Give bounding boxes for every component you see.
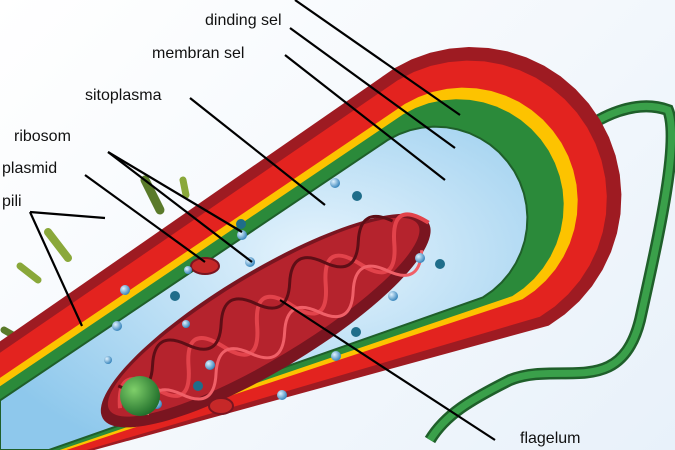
label-flagellum: flagelum <box>520 430 580 447</box>
nucleoid <box>100 212 431 428</box>
flagellum-highlight <box>426 102 675 442</box>
plasmid <box>190 257 234 415</box>
ribosomes <box>104 178 445 409</box>
label-cytoplasm: sitoplasma <box>85 87 162 104</box>
label-plasmid: plasmid <box>2 160 57 177</box>
label-cell-wall: dinding sel <box>205 12 282 29</box>
label-pili: pili <box>2 193 22 210</box>
storage-granule <box>120 376 160 416</box>
label-ribosome: ribosom <box>14 128 71 145</box>
leader-lines <box>28 0 496 441</box>
label-cell-membrane: membran sel <box>152 45 244 62</box>
